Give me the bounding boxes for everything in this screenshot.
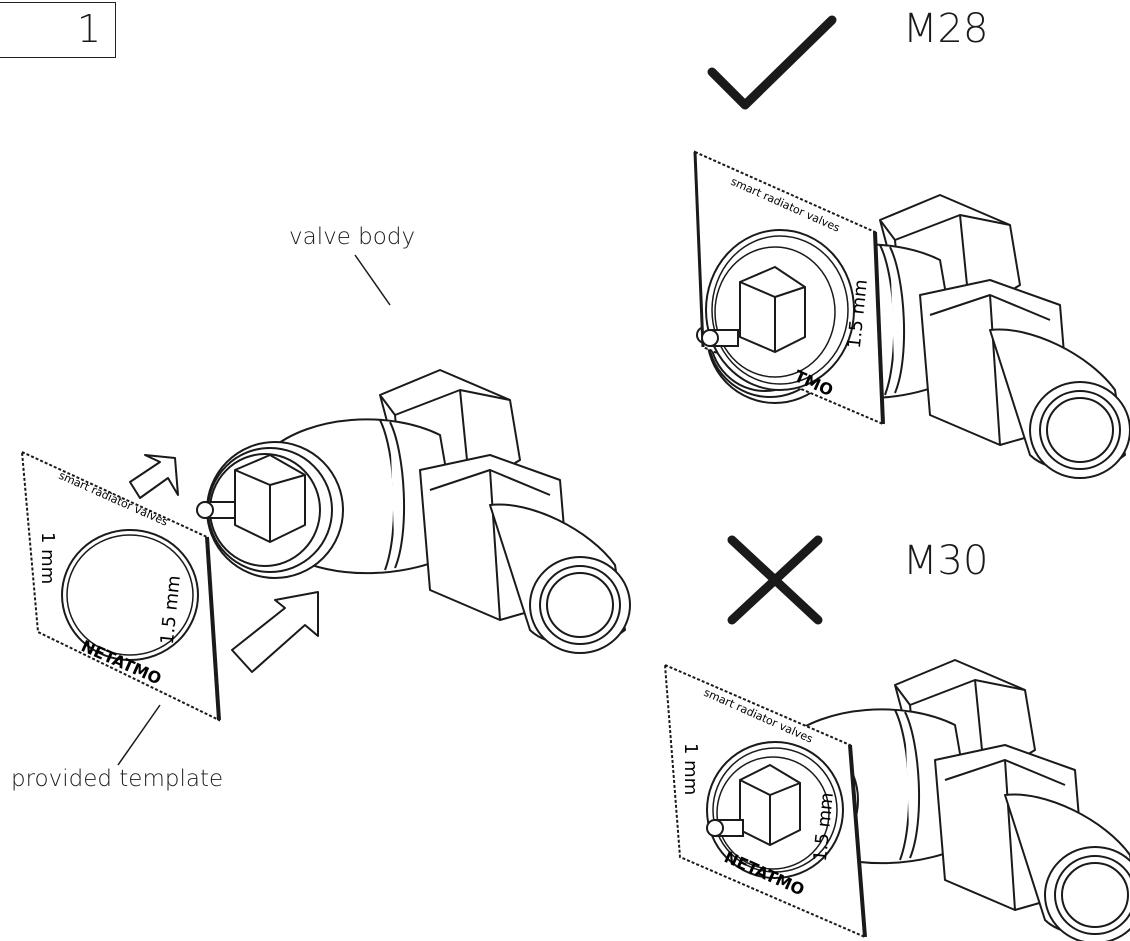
check-icon: [707, 15, 837, 110]
m28-card: smart radiator valves 1.5 mm TMO: [693, 150, 885, 426]
main-valve: [196, 369, 631, 654]
insert-arrow-upper: [129, 454, 179, 499]
cross-icon: [727, 535, 823, 625]
step-number: 1: [76, 7, 101, 51]
valve-body-label: valve body: [289, 224, 416, 250]
insert-arrow-lower: [231, 591, 319, 673]
provided-template-label: provided template: [11, 766, 224, 792]
m30-card: smart radiator valves 1 mm 1.5 mm NETATM…: [663, 663, 867, 939]
template-card-left-scale: 1 mm: [37, 532, 58, 584]
step-number-box: 1: [0, 2, 116, 58]
template-card: smart radiator valves 1 mm 1.5 mm NETATM…: [20, 450, 221, 722]
m30-card-left-scale: 1 mm: [680, 743, 701, 795]
valve-body-leader: [354, 254, 391, 306]
m28-size-label: M28: [903, 6, 989, 52]
m30-size-label: M30: [903, 538, 989, 584]
template-leader: [117, 704, 161, 766]
